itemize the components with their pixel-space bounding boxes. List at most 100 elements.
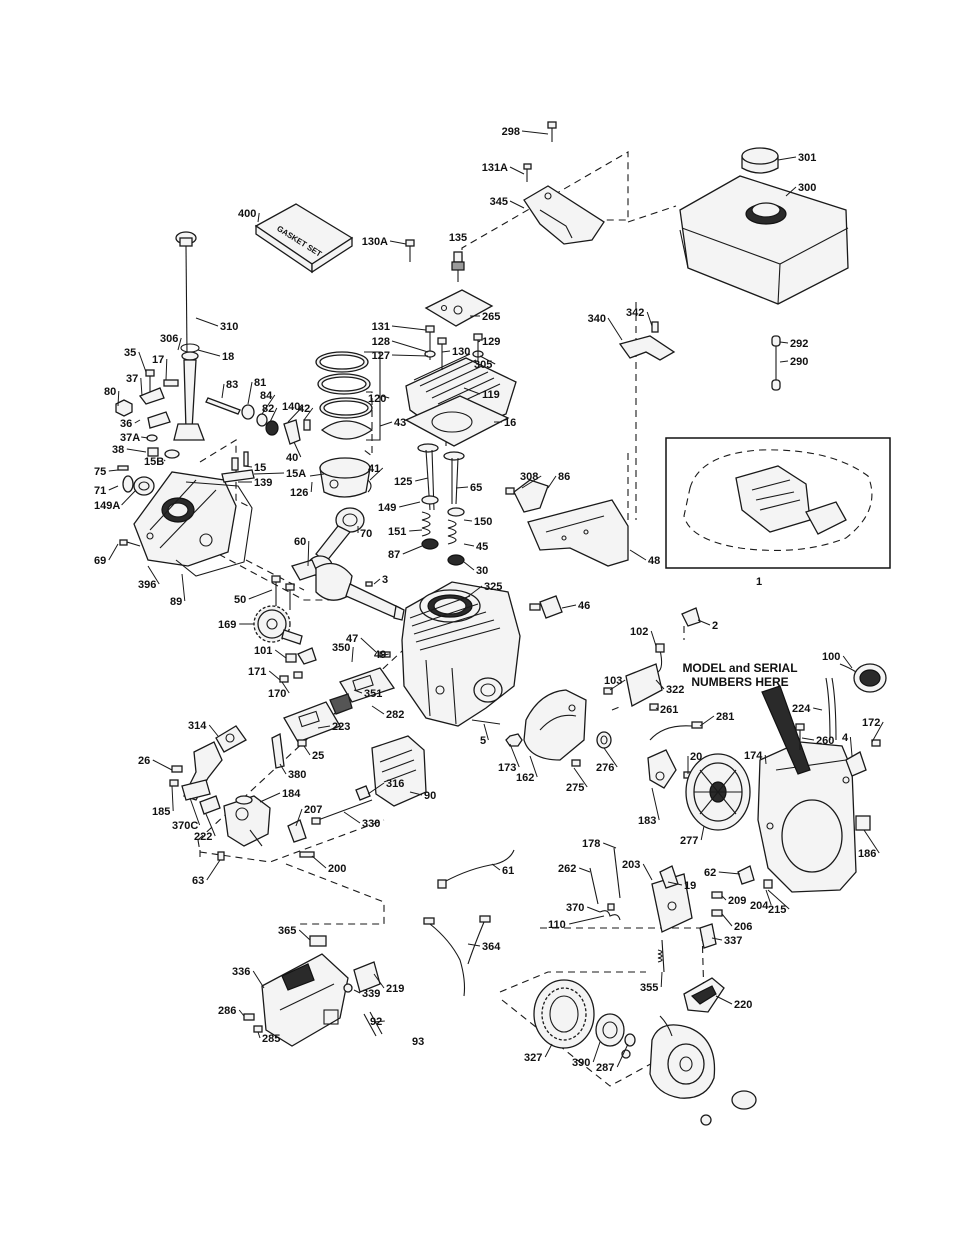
leader-339 — [353, 989, 361, 994]
leader-184 — [259, 792, 281, 803]
callout-171: 171 — [248, 666, 266, 678]
fuel-cap-301 — [741, 147, 779, 174]
link-207 — [613, 847, 621, 899]
callout-38: 38 — [112, 444, 124, 456]
callout-20: 20 — [690, 751, 702, 763]
callout-340: 340 — [588, 313, 606, 325]
callout-45: 45 — [476, 541, 488, 553]
callout-69: 69 — [94, 555, 106, 567]
bolt-130A — [405, 239, 415, 262]
leader-365 — [298, 929, 311, 941]
leader-15A — [253, 472, 285, 475]
leader-92 — [373, 1020, 385, 1023]
leader-262 — [579, 867, 591, 873]
callout-110: 110 — [548, 919, 566, 931]
leader-48 — [629, 549, 647, 561]
callout-71: 71 — [94, 485, 106, 497]
leader-286 — [238, 1009, 245, 1017]
ground-wire-322 — [649, 721, 703, 741]
control-panel-337 — [261, 953, 349, 1047]
callout-81: 81 — [254, 377, 266, 389]
head-gasket-119 — [404, 395, 510, 447]
leader-149 — [399, 501, 421, 508]
leader-2 — [697, 619, 711, 626]
leader-330 — [343, 811, 361, 824]
leader-185 — [171, 785, 174, 812]
leader-350 — [351, 646, 354, 663]
callout-350: 350 — [332, 642, 350, 654]
callout-62: 62 — [704, 867, 716, 879]
callout-204: 204 — [750, 900, 769, 912]
stop-switch-316 — [647, 749, 693, 789]
leader-325 — [465, 585, 483, 599]
starter-spring-285 — [595, 1013, 625, 1047]
callout-322: 322 — [666, 684, 684, 696]
leader-336 — [252, 970, 265, 989]
leader-60 — [307, 540, 310, 567]
clip-325 — [681, 607, 701, 627]
leader-128 — [391, 340, 429, 353]
callout-87: 87 — [388, 549, 400, 561]
leader-162 — [529, 755, 538, 778]
cover-gasket-69 — [175, 481, 253, 577]
callout-1: 1 — [756, 576, 762, 588]
nut-5 — [505, 733, 523, 747]
callout-140: 140 — [282, 401, 300, 413]
callout-174: 174 — [744, 750, 763, 762]
callout-43: 43 — [394, 417, 406, 429]
callout-47: 47 — [346, 633, 358, 645]
callout-223: 223 — [332, 721, 350, 733]
callout-220: 220 — [734, 999, 752, 1011]
leader-69 — [108, 543, 119, 561]
leader-65 — [455, 486, 469, 489]
callout-222: 222 — [194, 831, 212, 843]
screw-261 — [795, 723, 805, 750]
leader-223 — [317, 725, 331, 729]
head-plate-265 — [424, 289, 494, 327]
control-bracket-340 — [618, 321, 676, 361]
label-370C — [855, 815, 871, 831]
callout-149: 149 — [378, 502, 396, 514]
callout-48: 48 — [648, 555, 660, 567]
callout-327: 327 — [524, 1052, 542, 1064]
callout-83: 83 — [226, 379, 238, 391]
callout-316: 316 — [386, 778, 404, 790]
callout-183: 183 — [638, 815, 656, 827]
callout-16: 16 — [504, 417, 516, 429]
callout-leaders — [108, 130, 884, 1068]
callout-170: 170 — [268, 688, 286, 700]
leader-351 — [353, 689, 363, 694]
carburetor-380 — [223, 795, 271, 847]
leader-25 — [303, 745, 311, 756]
callout-100: 100 — [822, 651, 840, 663]
air-guide-60 — [527, 499, 629, 567]
leader-127 — [391, 354, 429, 357]
gasket-set-box-400: GASKET SET — [254, 203, 354, 274]
leader-355 — [660, 971, 663, 988]
callout-260: 260 — [816, 735, 834, 747]
nut-287 — [700, 1114, 712, 1126]
callout-206: 206 — [734, 921, 752, 933]
tank-bracket-345 — [523, 185, 605, 245]
valve-125 — [443, 451, 465, 505]
callout-89: 89 — [170, 596, 182, 608]
callout-286: 286 — [218, 1005, 236, 1017]
callout-351: 351 — [364, 688, 382, 700]
leader-18 — [197, 349, 221, 357]
leader-345 — [509, 200, 525, 209]
oil-seal-71 — [133, 476, 155, 496]
fuel-tank-300 — [679, 175, 849, 305]
leader-86 — [547, 475, 557, 489]
label-370 — [309, 935, 327, 947]
leader-40 — [293, 441, 302, 458]
callout-178: 178 — [582, 838, 600, 850]
leader-285 — [257, 1031, 261, 1039]
callout-35: 35 — [124, 347, 136, 359]
leader-71 — [108, 485, 119, 491]
air-baffle-25 — [523, 689, 587, 761]
leader-120 — [381, 395, 390, 399]
screws-203-204 — [711, 891, 723, 917]
piston-rings-42 — [315, 351, 381, 441]
callout-101: 101 — [254, 645, 272, 657]
callout-261: 261 — [660, 704, 678, 716]
